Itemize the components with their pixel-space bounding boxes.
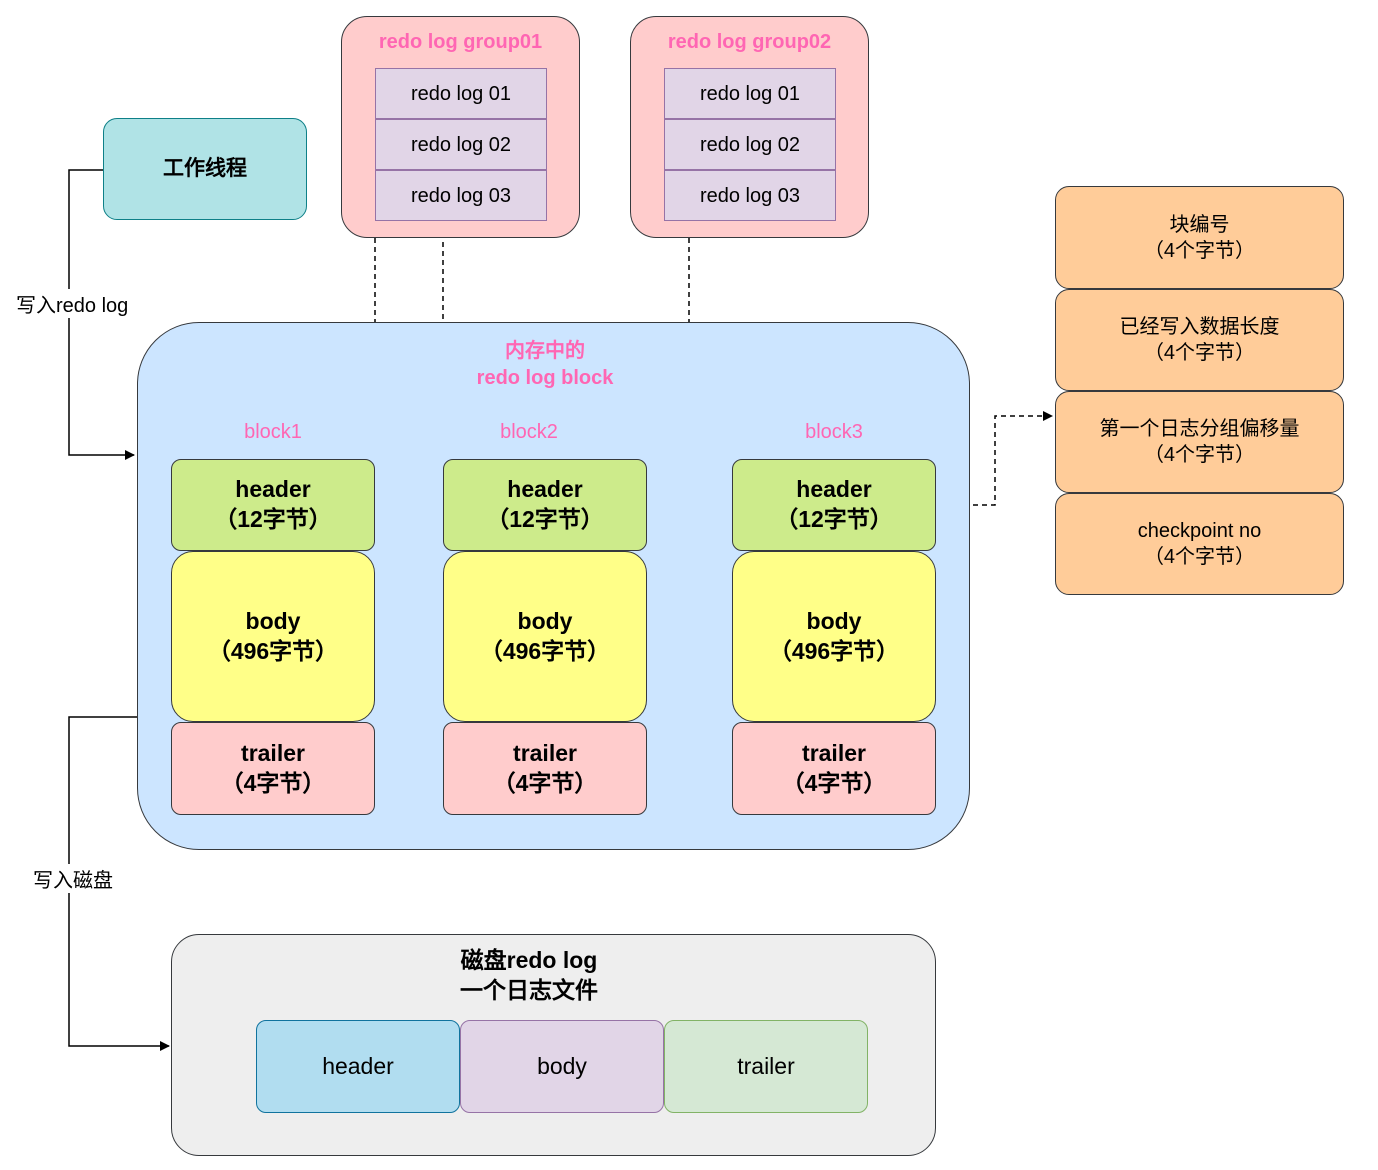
disk-header-part[interactable]: header bbox=[256, 1020, 460, 1113]
block3-header[interactable]: header （12字节） bbox=[732, 459, 936, 551]
block3-label: block3 bbox=[805, 421, 863, 443]
worker-thread-label: 工作线程 bbox=[163, 157, 247, 181]
block2-label: block2 bbox=[500, 421, 558, 443]
group-02-log-03[interactable]: redo log 03 bbox=[664, 170, 836, 221]
group-02-title: redo log group02 bbox=[667, 31, 832, 53]
group-01-log-02[interactable]: redo log 02 bbox=[375, 119, 547, 170]
disk-body-part[interactable]: body bbox=[460, 1020, 664, 1113]
header-field-first-group-offset[interactable]: 第一个日志分组偏移量 （4个字节） bbox=[1055, 391, 1344, 493]
group-01-log-01[interactable]: redo log 01 bbox=[375, 68, 547, 119]
header-field-checkpoint-no[interactable]: checkpoint no （4个字节） bbox=[1055, 493, 1344, 595]
block2-trailer[interactable]: trailer （4字节） bbox=[443, 722, 647, 815]
worker-thread-node[interactable]: 工作线程 bbox=[103, 118, 307, 220]
block1-body[interactable]: body （496字节） bbox=[171, 551, 375, 722]
block1-header[interactable]: header （12字节） bbox=[171, 459, 375, 551]
edge-label-write-disk: 写入磁盘 bbox=[31, 864, 115, 893]
disk-trailer-part[interactable]: trailer bbox=[664, 1020, 868, 1113]
block3-trailer[interactable]: trailer （4字节） bbox=[732, 722, 936, 815]
block3-body[interactable]: body （496字节） bbox=[732, 551, 936, 722]
group-01-log-03[interactable]: redo log 03 bbox=[375, 170, 547, 221]
group-02-log-02[interactable]: redo log 02 bbox=[664, 119, 836, 170]
edge-label-write-redo-log: 写入redo log bbox=[14, 289, 131, 318]
disk-title: 磁盘redo log 一个日志文件 bbox=[460, 947, 598, 1003]
block2-body[interactable]: body （496字节） bbox=[443, 551, 647, 722]
memory-title: 内存中的 redo log block bbox=[476, 340, 614, 389]
block1-label: block1 bbox=[244, 421, 302, 443]
redo-log-group-01[interactable]: redo log group01 redo log 01 redo log 02… bbox=[341, 16, 580, 238]
header-field-block-number[interactable]: 块编号 （4个字节） bbox=[1055, 186, 1344, 289]
redo-log-group-02[interactable]: redo log group02 redo log 01 redo log 02… bbox=[630, 16, 869, 238]
block2-header[interactable]: header （12字节） bbox=[443, 459, 647, 551]
block1-trailer[interactable]: trailer （4字节） bbox=[171, 722, 375, 815]
group-01-title: redo log group01 bbox=[378, 31, 543, 53]
header-field-data-length[interactable]: 已经写入数据长度 （4个字节） bbox=[1055, 289, 1344, 391]
group-02-log-01[interactable]: redo log 01 bbox=[664, 68, 836, 119]
